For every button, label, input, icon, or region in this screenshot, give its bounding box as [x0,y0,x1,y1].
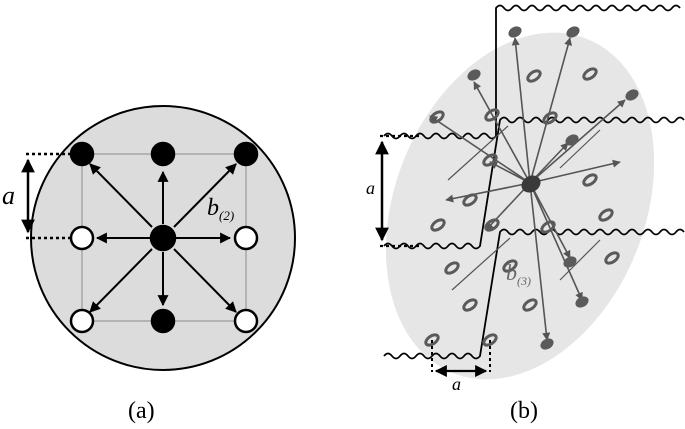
panel-a-neighbor-vectors [89,163,237,313]
vector-label-b3-main: b [506,260,517,285]
vector-to-top-right [173,163,237,228]
lattice-point-open [462,193,478,207]
wavy-plane-top [383,4,681,140]
lattice-point-filled [233,141,259,167]
panel-b-vertical-spacing-indicator [375,134,422,248]
lattice-point-open [526,69,542,83]
lattice-point-open [604,251,620,265]
lattice-point-filled [69,141,95,167]
lattice-constant-label-vertical: a [366,178,375,198]
panel-a-spacing-indicator [21,152,70,240]
lattice-point-center [521,175,541,193]
panel-b-caption: (b) [510,398,538,424]
lattice-point-open [582,173,598,187]
vector-label-b3: b(3) [506,260,531,288]
lattice-constant-label-a: a [2,181,15,210]
lattice-point-filled [540,338,554,350]
wavy-plane-inner-a [447,125,601,291]
lattice-point-open [598,208,614,222]
lattice-point-open [502,259,518,273]
lattice-point-open [69,225,95,251]
vector-to-bottom-right [173,248,237,313]
vector-to-bottom-left [89,248,153,313]
lattice-point-filled [508,26,522,38]
lattice-point-open [540,220,556,234]
lattice-point-filled [150,308,176,334]
lattice-point-open [444,261,460,275]
lattice-point-filled [625,89,639,101]
lattice-point-open [522,298,538,312]
lattice-point-open [462,298,478,312]
lattice-point-open [429,110,445,124]
lattice-point-open [424,333,440,347]
vector-label-b2-main: b [207,195,219,221]
lattice-point-filled [563,256,577,268]
vector-label-b2: b(2) [207,195,234,223]
panel-a-lattice-points [69,141,259,334]
lattice-point-open [233,225,259,251]
lattice-point-open [482,333,498,347]
lattice-point-filled [150,141,176,167]
lattice-point-open [582,67,598,81]
lattice-point-open [484,218,500,232]
lattice-point-open [482,153,498,167]
panel-a-caption: (a) [128,398,155,424]
vector-label-b3-sub: (3) [517,274,531,288]
wavy-plane-bottom [383,228,685,360]
lattice-point-filled [467,69,481,81]
lattice-point-filled [566,26,580,38]
panel-b-lattice-points [424,26,639,350]
lattice-point-filled [565,134,579,146]
panel-b-horizontal-spacing-indicator [431,340,491,378]
lattice-constant-label-horizontal: a [452,374,461,394]
lattice-point-center [149,224,177,252]
panel-b-neighbor-vectors [429,37,626,341]
lattice-point-open [542,111,558,125]
lattice-point-open [233,308,259,334]
lattice-point-open [484,108,500,122]
lattice-point-open [430,218,446,232]
panel-b-ellipse [385,32,655,380]
lattice-point-filled [575,296,589,308]
panel-a: a b(2) (a) [2,105,296,424]
vector-label-b2-sub: (2) [219,208,234,223]
vector-to-top-left [89,163,153,228]
lattice-point-open [69,308,95,334]
panel-b: a a b(3) (b) [366,4,685,424]
